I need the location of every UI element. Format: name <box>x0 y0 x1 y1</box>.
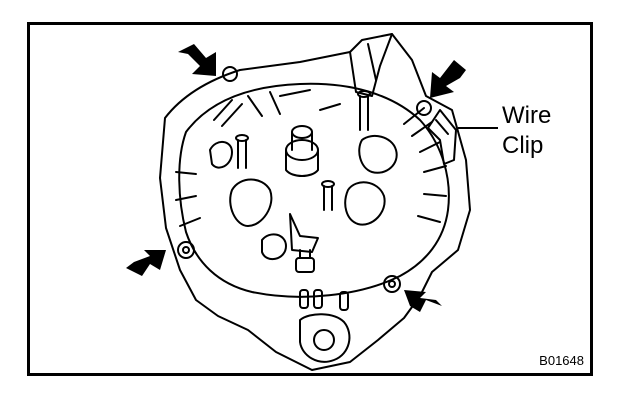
arrow-icon <box>404 290 442 312</box>
bolt-lower-right <box>383 275 401 293</box>
bolt-lower-left <box>177 241 195 259</box>
alternator-housing <box>159 33 471 371</box>
bolt-upper-left <box>222 66 238 82</box>
arrow-icon <box>126 250 166 276</box>
arrow-icon <box>430 60 466 98</box>
mount-ear <box>299 313 351 363</box>
figure-code: B01648 <box>539 353 584 368</box>
figure-frame <box>27 22 593 376</box>
bolt-upper-right <box>416 100 432 116</box>
top-bracket <box>349 33 393 97</box>
wire-clip-label-line1: Wire <box>502 102 552 129</box>
wire-clip-label-line2: Clip <box>502 132 544 159</box>
arrow-icon <box>178 44 216 76</box>
wire-clip <box>427 109 457 165</box>
